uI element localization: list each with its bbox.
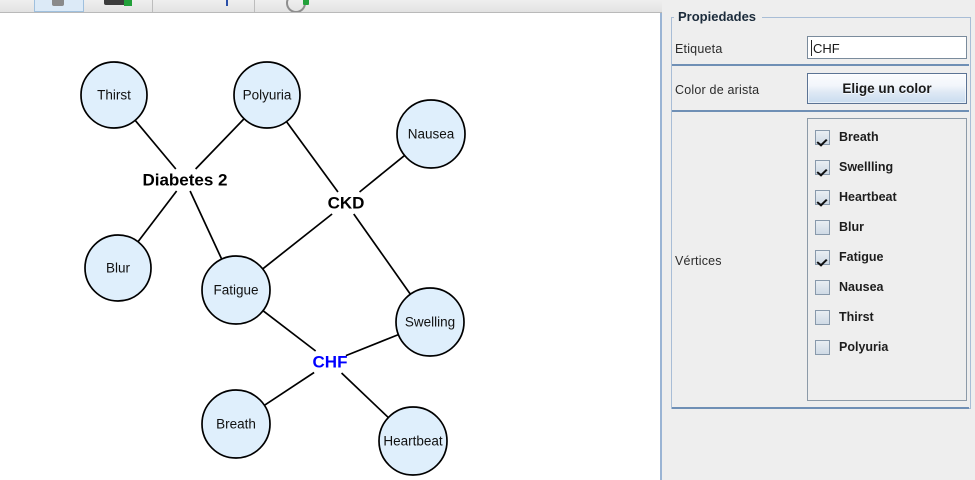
paint-icon-accent xyxy=(124,0,132,6)
vertex-checkbox-label: Nausea xyxy=(839,280,884,294)
split-pane-divider[interactable] xyxy=(658,13,662,480)
text-icon[interactable] xyxy=(226,0,228,6)
graph-node-swelling[interactable]: Swelling xyxy=(395,287,465,357)
node-label: Heartbeat xyxy=(383,434,443,449)
elige-un-color-button-label: Elige un color xyxy=(842,81,932,96)
toolbar-separator xyxy=(152,0,153,12)
graph-edge[interactable] xyxy=(134,119,177,170)
vertex-checkbox-label: Fatigue xyxy=(839,250,884,264)
vertex-checkbox-row[interactable]: Swellling xyxy=(815,156,965,178)
graph-edge[interactable] xyxy=(359,154,406,193)
vertex-checkbox-label: Thirst xyxy=(839,310,874,324)
circle-icon-accent xyxy=(303,0,309,5)
toolbar-separator-2 xyxy=(254,0,255,12)
node-label: Blur xyxy=(106,261,131,276)
node-circle[interactable] xyxy=(378,406,448,476)
node-label: Breath xyxy=(216,417,256,432)
graph-edge[interactable] xyxy=(189,190,223,260)
graph-edge[interactable] xyxy=(262,309,317,352)
graph-node-heartbeat[interactable]: Heartbeat xyxy=(378,406,448,476)
vertex-checkbox-row[interactable]: Breath xyxy=(815,126,965,148)
graph-edge[interactable] xyxy=(263,371,315,406)
checkbox-thirst[interactable] xyxy=(815,309,830,325)
checkbox-blur[interactable] xyxy=(815,219,830,235)
node-label: Swelling xyxy=(405,315,455,330)
etiqueta-label: Etiqueta xyxy=(675,42,723,56)
graph-node-chf[interactable]: CHF xyxy=(313,353,348,372)
graph-edge[interactable] xyxy=(345,333,399,357)
graph-edge[interactable] xyxy=(340,372,389,419)
row-separator-1 xyxy=(672,64,969,66)
graph-node-breath[interactable]: Breath xyxy=(201,389,271,459)
etiqueta-input[interactable]: CHF xyxy=(807,36,967,59)
vertex-checkbox-label: Swellling xyxy=(839,160,894,174)
vertex-checkbox-row[interactable]: Heartbeat xyxy=(815,186,965,208)
node-label: Polyuria xyxy=(243,88,292,103)
node-label: Fatigue xyxy=(213,283,258,298)
graph-nodes: Thirst PolyuriaNauseaBlurFatigueSwellingB… xyxy=(80,61,466,476)
checkbox-fatigue[interactable] xyxy=(815,249,830,265)
checkbox-breath[interactable] xyxy=(815,129,830,145)
node-circle[interactable] xyxy=(84,234,152,302)
vertex-checkbox-row[interactable]: Blur xyxy=(815,216,965,238)
node-circle[interactable] xyxy=(201,255,271,325)
checkbox-swellling[interactable] xyxy=(815,159,830,175)
vertex-checkbox-row[interactable]: Nausea xyxy=(815,276,965,298)
graph-edge[interactable] xyxy=(262,213,333,270)
etiqueta-input-value: CHF xyxy=(813,41,840,56)
graph-node-diabetes2[interactable]: Diabetes 2 xyxy=(142,171,227,190)
vertex-checkbox-label: Polyuria xyxy=(839,340,889,354)
vertex-checkbox-label: Heartbeat xyxy=(839,190,897,204)
checkbox-nausea[interactable] xyxy=(815,279,830,295)
graph-node-ckd[interactable]: CKD xyxy=(328,194,365,213)
graph-edges xyxy=(134,118,412,419)
vertex-checkbox-label: Breath xyxy=(839,130,879,144)
graph-node-thirst[interactable]: Thirst xyxy=(80,61,148,129)
circle-icon[interactable] xyxy=(286,0,306,12)
node-label: Nausea xyxy=(408,127,455,142)
graph-edge[interactable] xyxy=(137,190,178,243)
node-label: Thirst xyxy=(97,88,131,103)
vertex-checkbox-label: Blur xyxy=(839,220,864,234)
checkbox-heartbeat[interactable] xyxy=(815,189,830,205)
vertices-label: Vértices xyxy=(675,254,722,268)
node-circle[interactable] xyxy=(395,287,465,357)
vertex-checkbox-row[interactable]: Thirst xyxy=(815,306,965,328)
checkbox-polyuria[interactable] xyxy=(815,339,830,355)
paint-icon[interactable] xyxy=(104,0,126,5)
node-circle[interactable] xyxy=(80,61,148,129)
graph-node-blur[interactable]: Blur xyxy=(84,234,152,302)
node-label: CHF xyxy=(313,353,348,372)
node-circle[interactable] xyxy=(233,61,301,129)
vertex-checkbox-row[interactable]: Fatigue xyxy=(815,246,965,268)
panel-title: Propiedades xyxy=(674,9,761,24)
graph-node-fatigue[interactable]: Fatigue xyxy=(201,255,271,325)
text-caret xyxy=(811,40,812,56)
graph-edge[interactable] xyxy=(353,213,412,295)
graph-edge[interactable] xyxy=(195,118,245,170)
toolbar-selected-tool[interactable] xyxy=(34,0,84,12)
graph-svg[interactable]: Thirst PolyuriaNauseaBlurFatigueSwellingB… xyxy=(0,13,658,480)
node-circle[interactable] xyxy=(201,389,271,459)
node-circle[interactable] xyxy=(396,99,466,169)
elige-un-color-button[interactable]: Elige un color xyxy=(807,73,967,104)
graph-edge[interactable] xyxy=(285,121,339,193)
row-separator-2 xyxy=(672,110,969,112)
graph-node-nausea[interactable]: Nausea xyxy=(396,99,466,169)
node-label: Diabetes 2 xyxy=(142,171,227,190)
node-label: CKD xyxy=(328,194,365,213)
row-separator-3 xyxy=(672,407,969,409)
color-arista-label: Color de arista xyxy=(675,83,760,97)
vertex-checkbox-row[interactable]: Polyuria xyxy=(815,336,965,358)
graph-node-polyuria[interactable]: Polyuria xyxy=(233,61,301,129)
cursor-icon[interactable] xyxy=(52,0,64,6)
